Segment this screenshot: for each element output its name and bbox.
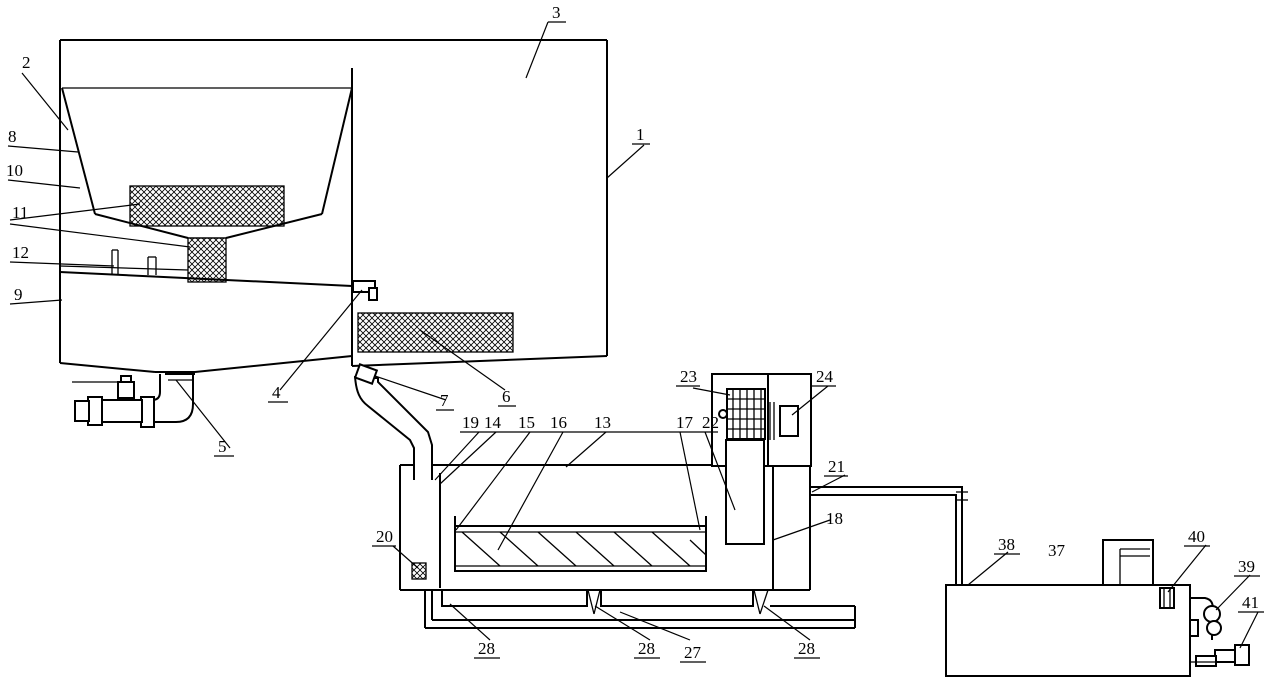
label-37: 37 <box>1048 541 1066 560</box>
filter-block-upper <box>129 185 285 227</box>
label-38: 38 <box>998 535 1015 554</box>
support-plate <box>59 249 353 287</box>
outlet-pipe <box>810 486 968 585</box>
nozzle-4 <box>352 280 378 301</box>
label-17: 17 <box>676 413 694 432</box>
label-28-middle: 28 <box>638 639 655 658</box>
water-tank <box>945 539 1250 677</box>
label-5: 5 <box>218 437 227 456</box>
label-12: 12 <box>12 243 29 262</box>
label-1: 1 <box>636 125 645 144</box>
scraper-unit <box>711 373 812 590</box>
level-sensor <box>411 562 427 580</box>
label-28-right: 28 <box>798 639 815 658</box>
label-28-left: 28 <box>478 639 495 658</box>
label-16: 16 <box>550 413 567 432</box>
filter-block-right <box>357 312 514 353</box>
discharge-pump-assembly <box>72 373 195 428</box>
label-13: 13 <box>594 413 611 432</box>
discharge-pipe <box>353 363 433 480</box>
callout-labels: 3 1 2 8 10 11 12 9 4 5 6 7 19 14 15 16 1… <box>6 3 1264 663</box>
label-6: 6 <box>502 387 511 406</box>
label-11: 11 <box>12 203 28 222</box>
label-3: 3 <box>552 3 561 22</box>
label-4: 4 <box>272 383 281 402</box>
label-18: 18 <box>826 509 843 528</box>
main-tank <box>59 39 608 373</box>
label-41: 41 <box>1242 593 1259 612</box>
label-39: 39 <box>1238 557 1255 576</box>
inclined-plate-pack <box>454 516 707 572</box>
sludge-pipes <box>424 589 856 629</box>
label-8: 8 <box>8 127 17 146</box>
label-10: 10 <box>6 161 23 180</box>
label-24: 24 <box>816 367 834 386</box>
label-21: 21 <box>828 457 845 476</box>
label-22: 22 <box>702 413 719 432</box>
label-20: 20 <box>376 527 393 546</box>
label-23: 23 <box>680 367 697 386</box>
label-2: 2 <box>22 53 31 72</box>
label-15: 15 <box>518 413 535 432</box>
label-14: 14 <box>484 413 502 432</box>
label-40: 40 <box>1188 527 1205 546</box>
label-27: 27 <box>684 643 702 662</box>
filter-block-neck <box>187 237 227 283</box>
leader-lines <box>7 21 1259 649</box>
label-9: 9 <box>14 285 23 304</box>
label-7: 7 <box>440 391 449 410</box>
label-19: 19 <box>462 413 479 432</box>
